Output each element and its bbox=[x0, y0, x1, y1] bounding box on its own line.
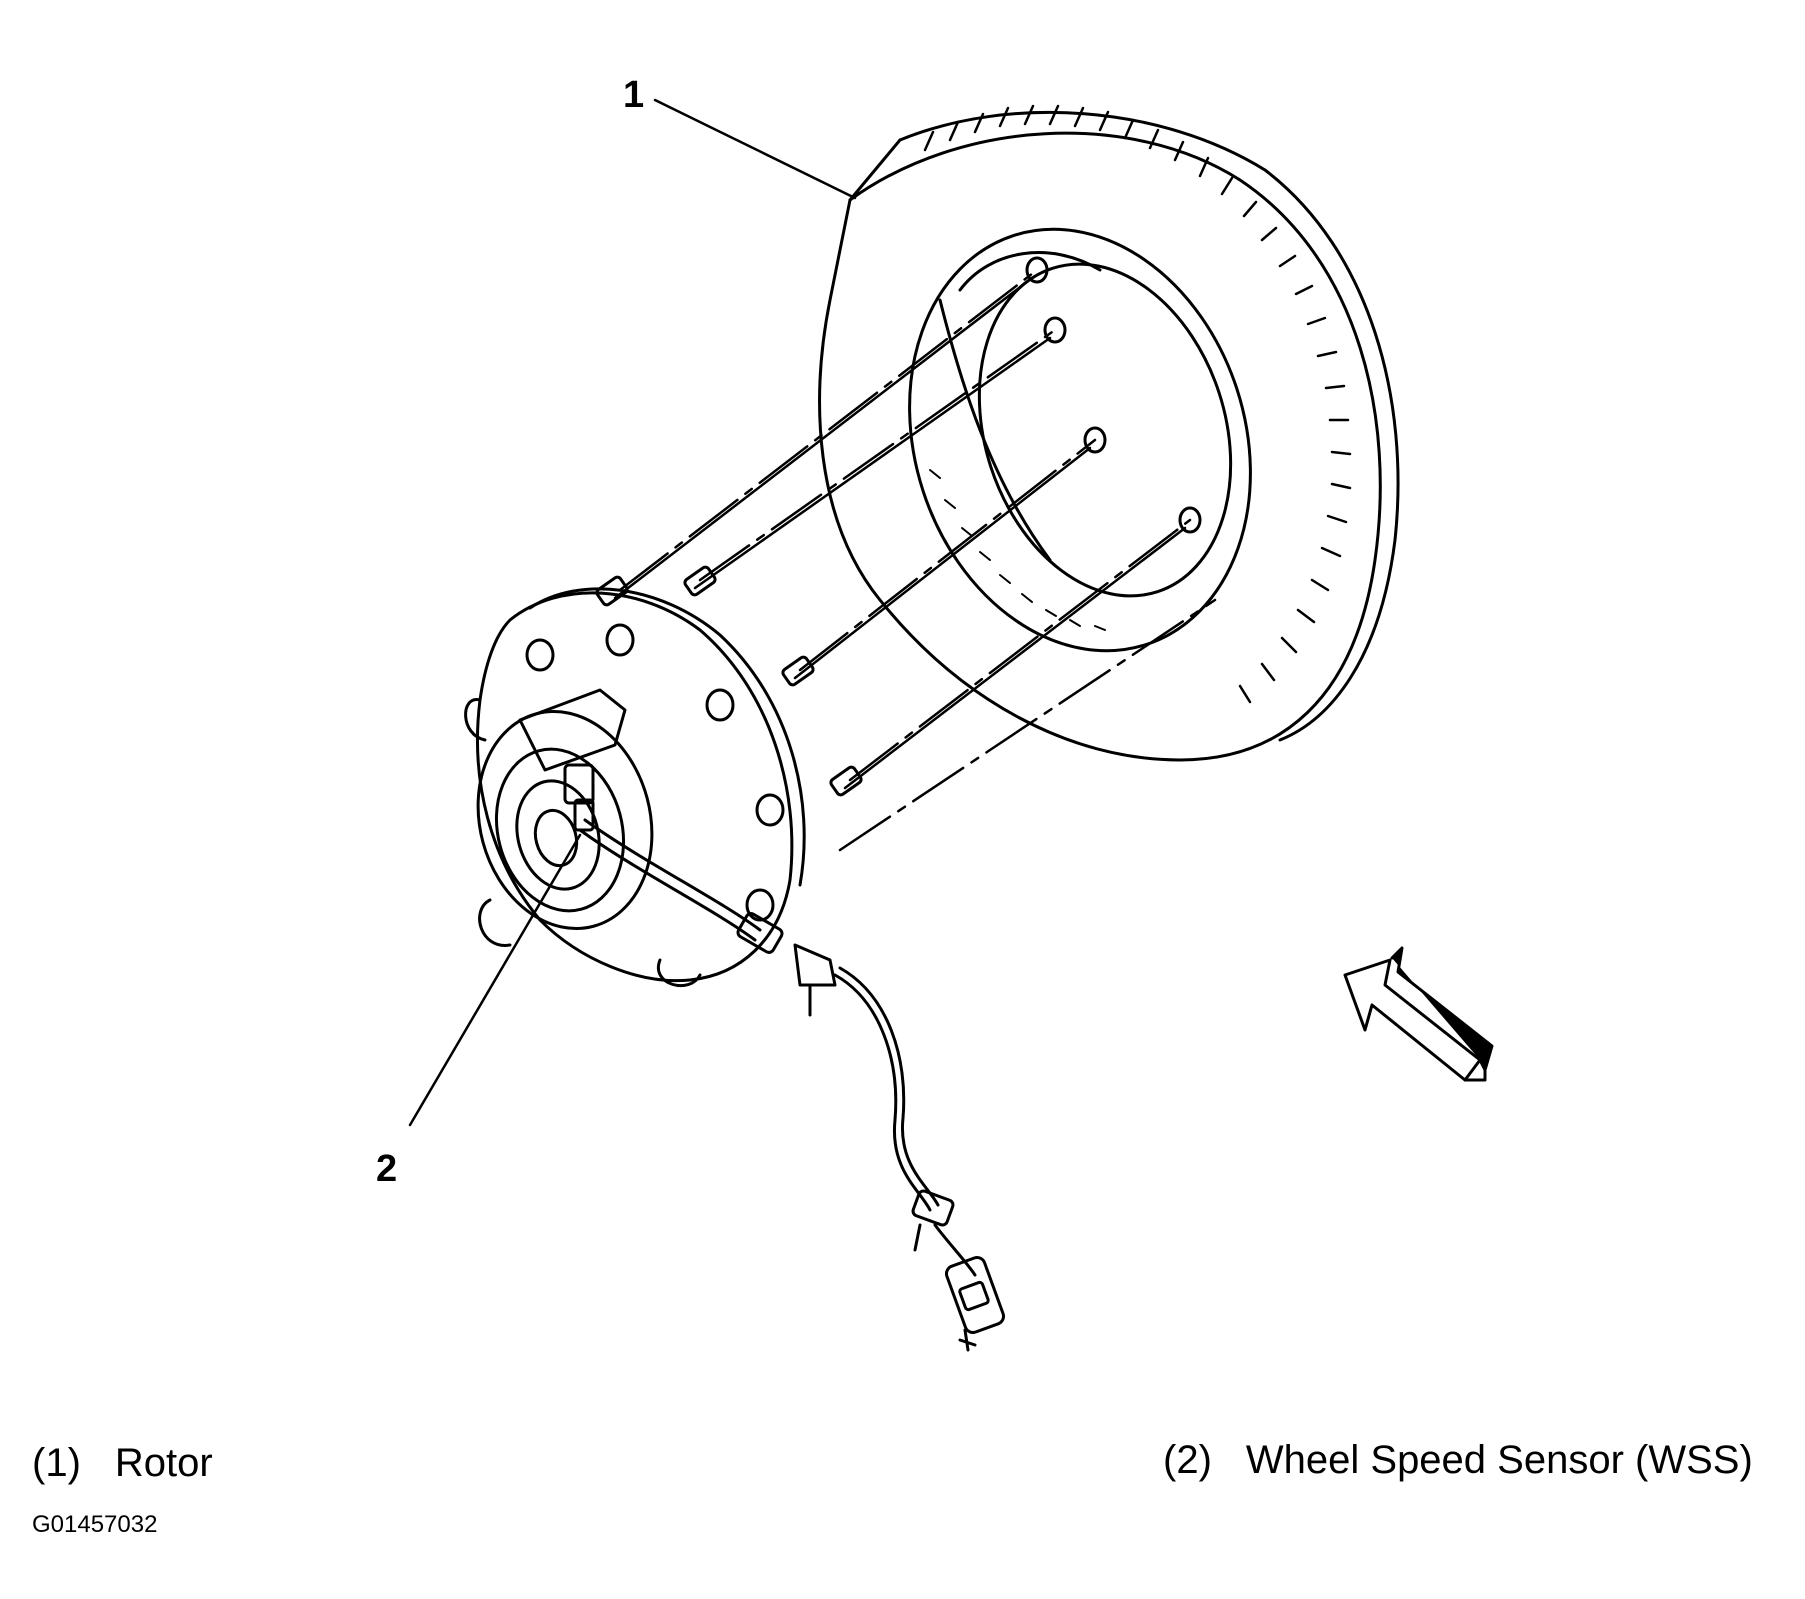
leader-line-rotor bbox=[653, 98, 857, 200]
legend-item-rotor: (1) Rotor bbox=[32, 1443, 213, 1483]
rotor bbox=[818, 104, 1400, 762]
leader-line-wss bbox=[408, 833, 582, 1127]
wheel-speed-sensor bbox=[578, 818, 1006, 1352]
wheel-studs bbox=[595, 565, 863, 797]
legend-item-wheel-speed-sensor: (2) Wheel Speed Sensor (WSS) bbox=[1163, 1440, 1753, 1480]
figure-id: G01457032 bbox=[32, 1511, 158, 1538]
view-direction-arrow-icon bbox=[1343, 946, 1494, 1082]
legend-number: (1) bbox=[32, 1441, 81, 1485]
legend-label: Wheel Speed Sensor (WSS) bbox=[1245, 1438, 1753, 1482]
alignment-lines bbox=[618, 268, 1217, 852]
legend-label: Rotor bbox=[114, 1441, 213, 1485]
callout-1: 1 bbox=[623, 74, 645, 116]
legend-number: (2) bbox=[1163, 1438, 1212, 1482]
hub-bearing-assembly bbox=[464, 587, 806, 988]
callout-2: 2 bbox=[376, 1148, 398, 1190]
